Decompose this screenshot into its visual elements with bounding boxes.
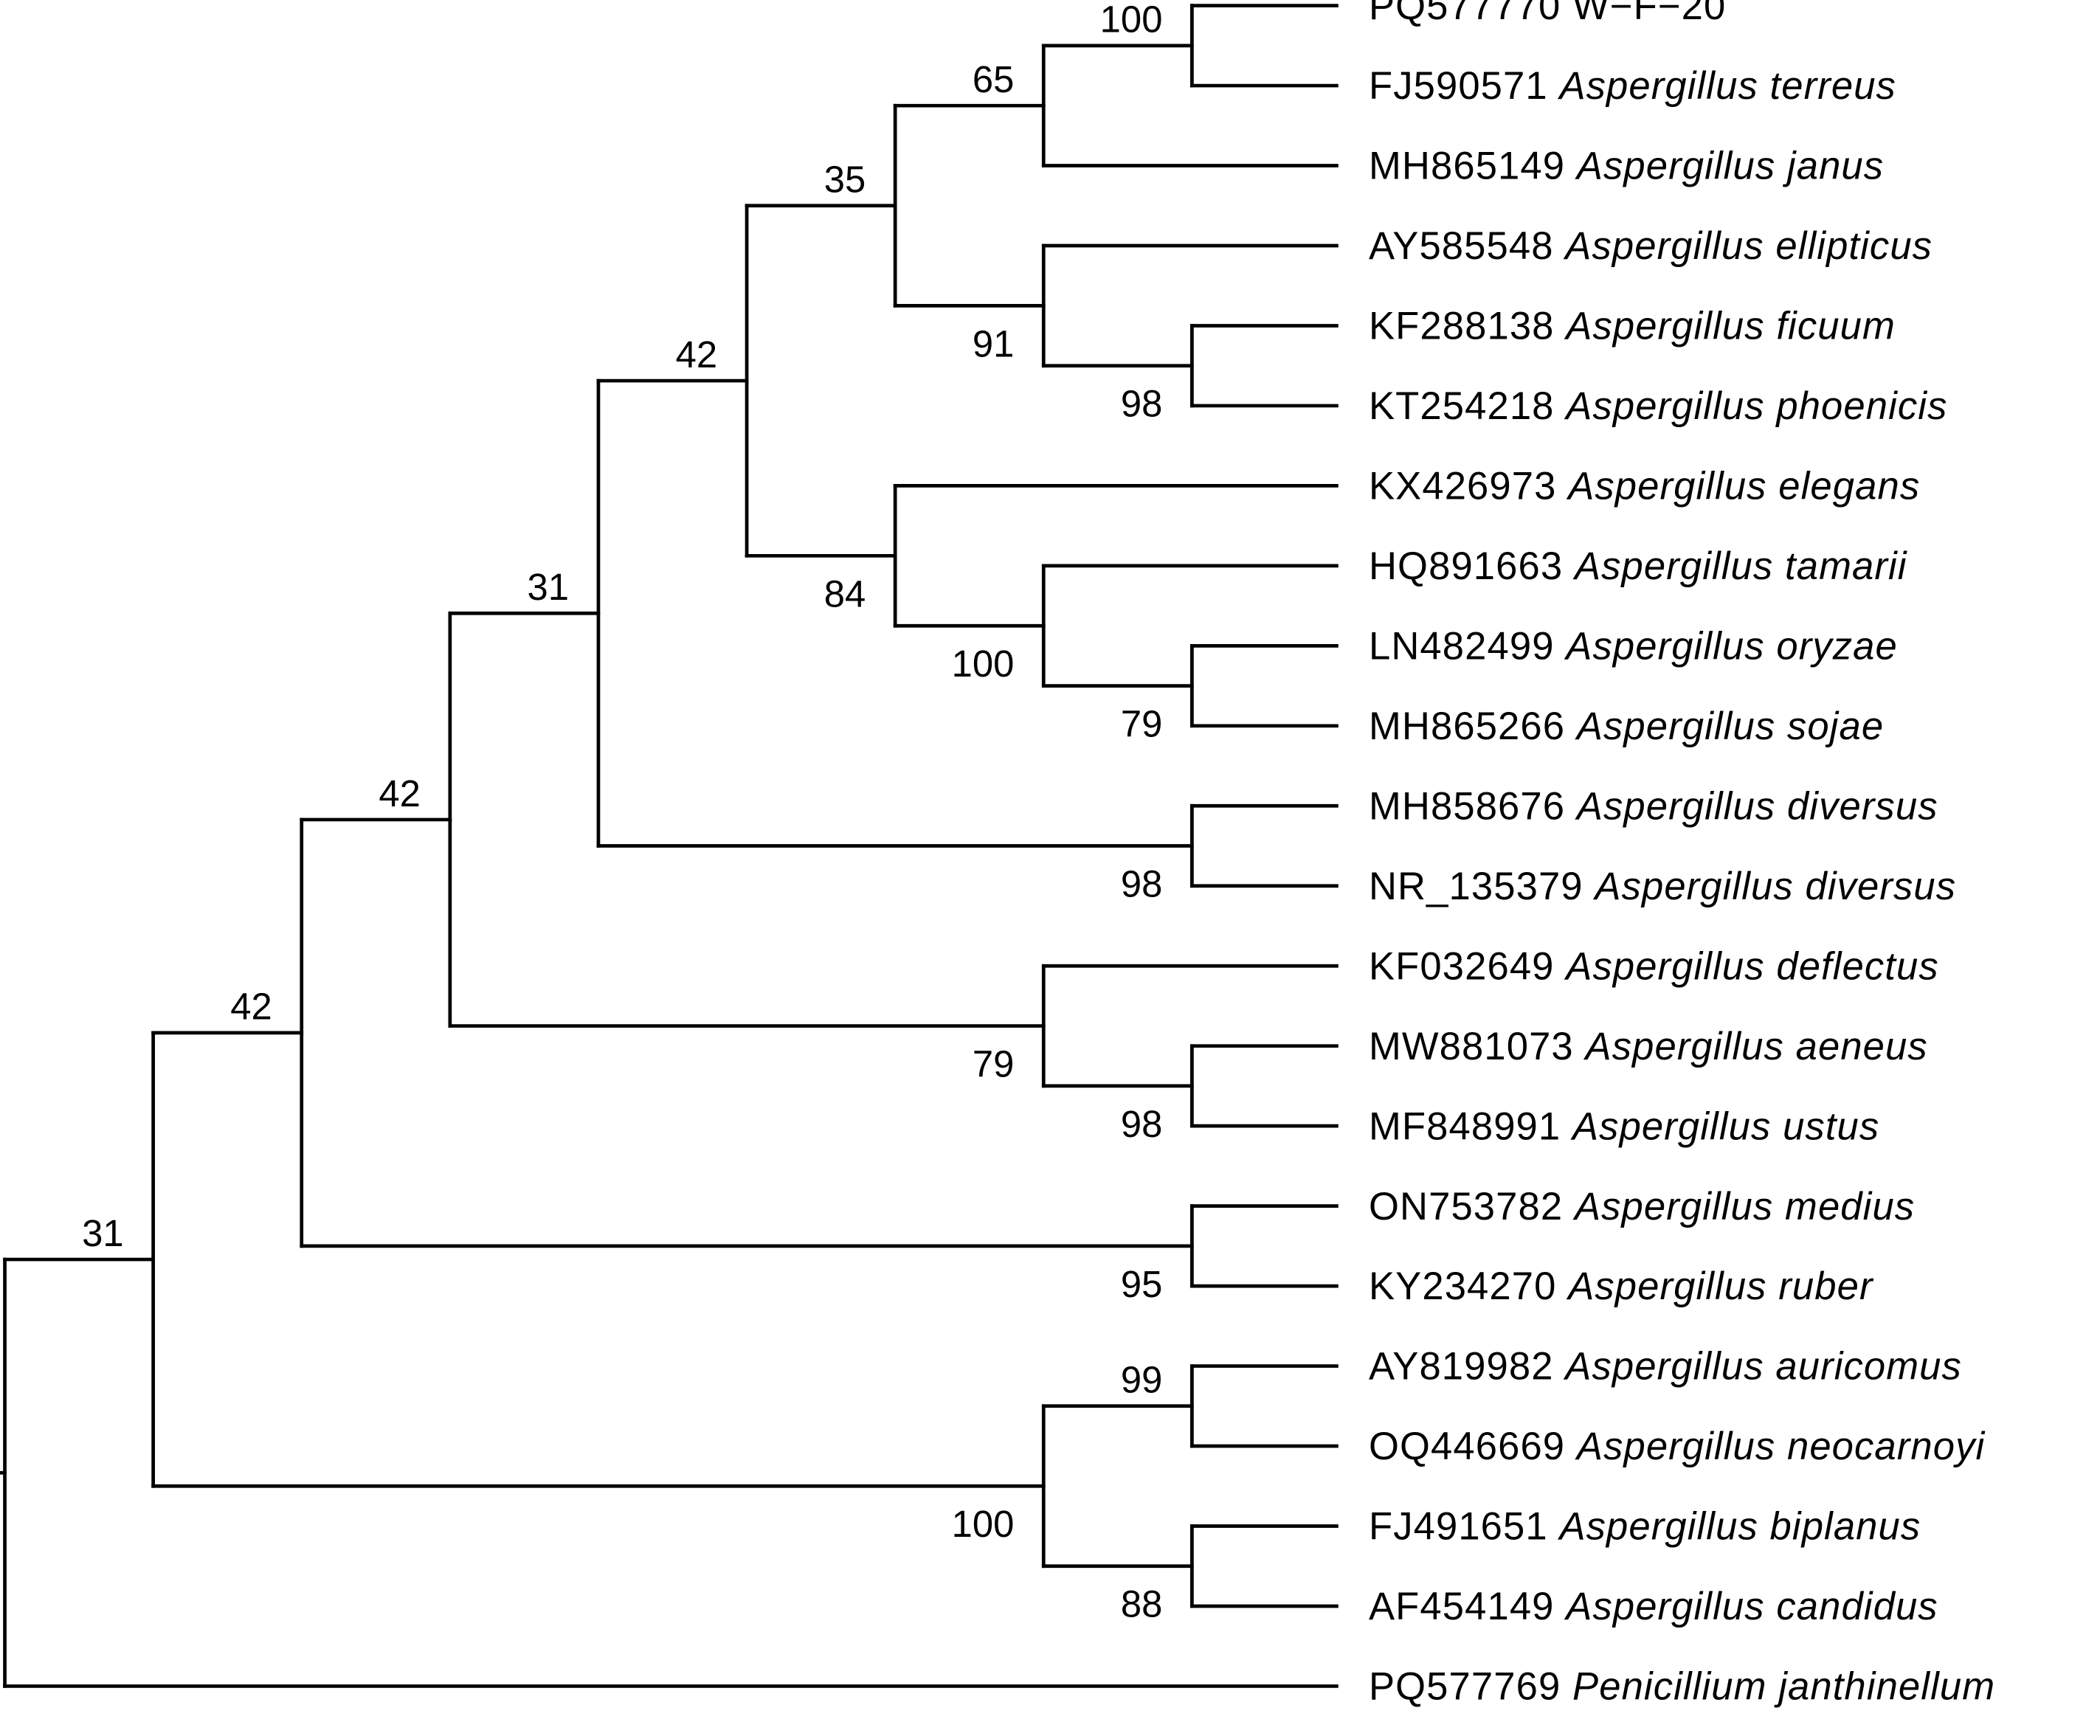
accession-number: MH858676: [1369, 784, 1577, 828]
taxon-label: AY585548 Aspergillus ellipticus: [1369, 224, 1933, 268]
accession-number: LN482499: [1369, 624, 1566, 668]
species-name: Aspergillus auricomus: [1563, 1345, 1962, 1389]
species-name: Aspergillus tamarii: [1572, 544, 1907, 588]
taxon-label: OQ446669 Aspergillus neocarnoyi: [1369, 1425, 1986, 1468]
accession-number: KF032649: [1369, 944, 1566, 988]
bootstrap-value: 31: [528, 566, 570, 608]
species-name: Aspergillus ustus: [1570, 1104, 1879, 1148]
bootstrap-value: 91: [973, 322, 1015, 364]
taxon-label: KF288138 Aspergillus ficuum: [1369, 305, 1896, 348]
bootstrap-value: 42: [379, 772, 421, 815]
taxon-label: FJ491651 Aspergillus biplanus: [1369, 1505, 1921, 1549]
taxon-label: MW881073 Aspergillus aeneus: [1369, 1025, 1928, 1068]
accession-number: MH865266: [1369, 705, 1577, 748]
species-name: Aspergillus diversus: [1592, 865, 1956, 908]
species-name: Aspergillus diversus: [1575, 784, 1938, 828]
species-name: Aspergillus phoenicis: [1564, 384, 1947, 428]
taxon-label: MH865266 Aspergillus sojae: [1369, 705, 1884, 748]
taxon-label: ON753782 Aspergillus medius: [1369, 1185, 1915, 1228]
taxon-label: PQ577769 Penicillium janthinellum: [1369, 1665, 1995, 1709]
species-name: Aspergillus aeneus: [1583, 1025, 1928, 1068]
taxon-label: MF848991 Aspergillus ustus: [1369, 1104, 1879, 1148]
species-name: Aspergillus ficuum: [1564, 305, 1896, 348]
accession-number: AY819982: [1369, 1345, 1565, 1389]
accession-number: KT254218: [1369, 384, 1566, 428]
bootstrap-value: 100: [1100, 0, 1163, 41]
species-name: Aspergillus elegans: [1566, 465, 1920, 508]
bootstrap-value: 42: [676, 333, 718, 376]
accession-number: PQ577770: [1369, 0, 1572, 28]
taxon-label: KX426973 Aspergillus elegans: [1369, 465, 1920, 508]
accession-number: AF454149: [1369, 1585, 1566, 1628]
species-name: Aspergillus biplanus: [1557, 1505, 1921, 1549]
species-name: Aspergillus deflectus: [1564, 944, 1939, 988]
bootstrap-value: 65: [973, 58, 1015, 100]
species-name: Aspergillus neocarnoyi: [1575, 1425, 1986, 1468]
species-name: Aspergillus candidus: [1564, 1585, 1938, 1628]
taxon-label: PQ577770 W−F−20: [1369, 0, 1726, 28]
species-name: Aspergillus ellipticus: [1563, 224, 1933, 268]
bootstrap-value: 98: [1121, 383, 1163, 425]
taxon-label: KT254218 Aspergillus phoenicis: [1369, 384, 1948, 428]
bootstrap-value: 100: [952, 643, 1015, 685]
taxon-label: MH858676 Aspergillus diversus: [1369, 784, 1938, 828]
bootstrap-value: 79: [1121, 703, 1163, 745]
bootstrap-value: 88: [1121, 1583, 1163, 1625]
taxon-label: AY819982 Aspergillus auricomus: [1369, 1345, 1962, 1389]
accession-number: KF288138: [1369, 305, 1566, 348]
accession-number: AY585548: [1369, 224, 1565, 268]
accession-number: HQ891663: [1369, 544, 1575, 588]
species-name: Aspergillus sojae: [1575, 705, 1884, 748]
species-name: W−F−20: [1572, 0, 1726, 28]
bootstrap-value: 95: [1121, 1263, 1163, 1305]
species-name: Aspergillus medius: [1572, 1185, 1915, 1228]
bootstrap-value: 99: [1121, 1359, 1163, 1401]
taxon-label: AF454149 Aspergillus candidus: [1369, 1585, 1938, 1628]
species-name: Aspergillus oryzae: [1564, 624, 1898, 668]
bootstrap-value: 100: [952, 1503, 1015, 1545]
accession-number: OQ446669: [1369, 1425, 1577, 1468]
accession-number: PQ577769: [1369, 1665, 1572, 1709]
accession-number: NR_135379: [1369, 865, 1595, 908]
taxon-label: KY234270 Aspergillus ruber: [1369, 1265, 1874, 1308]
bootstrap-value: 31: [82, 1212, 124, 1254]
taxon-label: LN482499 Aspergillus oryzae: [1369, 624, 1898, 668]
accession-number: MH865149: [1369, 145, 1577, 188]
bootstrap-value: 98: [1121, 862, 1163, 905]
bootstrap-value: 35: [824, 159, 866, 201]
species-name: Aspergillus janus: [1575, 145, 1884, 188]
bootstrap-value: 98: [1121, 1103, 1163, 1145]
bootstrap-value: 42: [230, 986, 272, 1028]
taxon-label: FJ590571 Aspergillus terreus: [1369, 64, 1896, 108]
accession-number: MF848991: [1369, 1104, 1572, 1148]
taxon-label: KF032649 Aspergillus deflectus: [1369, 944, 1939, 988]
species-name: Aspergillus ruber: [1566, 1265, 1874, 1308]
accession-number: FJ590571: [1369, 64, 1559, 108]
bootstrap-value: 79: [973, 1043, 1015, 1085]
species-name: Penicillium janthinellum: [1572, 1665, 1995, 1709]
accession-number: KY234270: [1369, 1265, 1568, 1308]
taxon-label: HQ891663 Aspergillus tamarii: [1369, 544, 1907, 588]
species-name: Aspergillus terreus: [1557, 64, 1896, 108]
taxon-label: NR_135379 Aspergillus diversus: [1369, 865, 1956, 908]
accession-number: MW881073: [1369, 1025, 1586, 1068]
accession-number: KX426973: [1369, 465, 1568, 508]
accession-number: ON753782: [1369, 1185, 1575, 1228]
bootstrap-value: 84: [824, 573, 866, 615]
taxon-label: MH865149 Aspergillus janus: [1369, 145, 1884, 188]
accession-number: FJ491651: [1369, 1505, 1559, 1549]
